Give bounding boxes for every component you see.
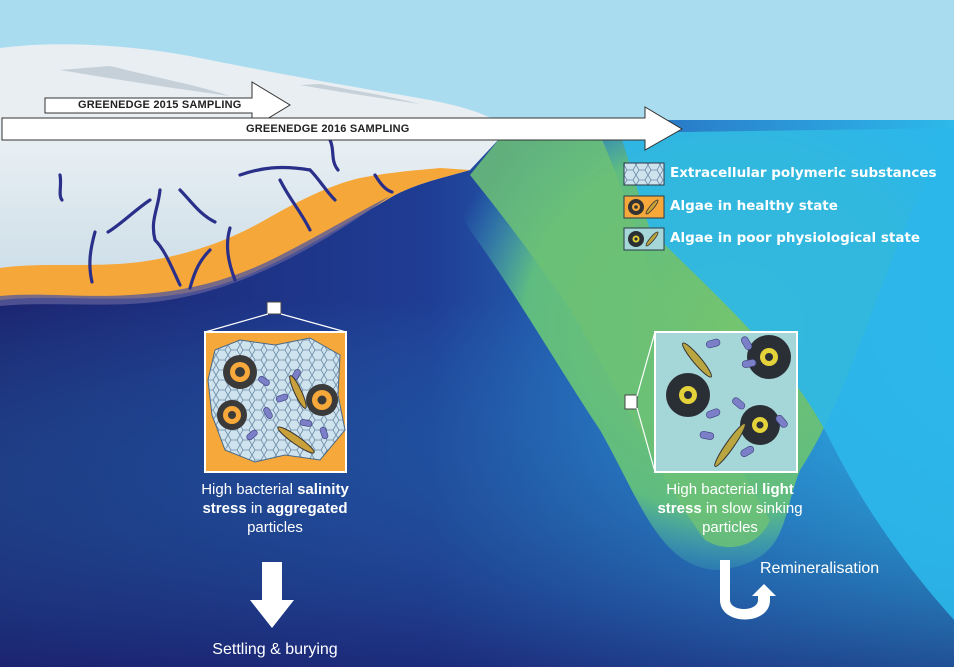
left-caption-text: High bacterial bbox=[201, 481, 298, 498]
ice-algae-layer bbox=[0, 168, 470, 300]
legend-poor-label: Algae in poor physiological state bbox=[670, 230, 921, 246]
sampling-2015-label: GREENEDGE 2015 SAMPLING bbox=[78, 99, 242, 111]
ice-bottom-fringe bbox=[0, 196, 390, 306]
remineralisation-label: Remineralisation bbox=[760, 560, 880, 577]
right-caption-text: High bacterial bbox=[666, 481, 763, 498]
right-caption: High bacterial light stress in slow sink… bbox=[620, 480, 840, 537]
left-caption-particles: particles bbox=[247, 519, 303, 536]
right-caption-particles: particles bbox=[702, 519, 758, 536]
sampling-2016-label: GREENEDGE 2016 SAMPLING bbox=[246, 123, 410, 135]
pennate-diatoms bbox=[682, 342, 746, 467]
legend-eps-label: Extracellular polymeric substances bbox=[670, 165, 937, 181]
left-caption-in: in bbox=[246, 500, 267, 517]
right-caption-slow-sinking: in slow sinking bbox=[701, 500, 803, 517]
eps-swatch-icon bbox=[623, 162, 665, 186]
brine-channels bbox=[58, 138, 394, 290]
legend-swatches bbox=[623, 162, 665, 251]
left-caption-stress: stress bbox=[202, 500, 247, 517]
remineralisation-arrow bbox=[720, 560, 776, 620]
pennate-diatoms bbox=[277, 375, 315, 454]
legend-healthy-label: Algae in healthy state bbox=[670, 198, 838, 214]
right-caption-light: light bbox=[762, 481, 794, 498]
snow-shadow bbox=[60, 66, 420, 104]
settling-arrow bbox=[250, 562, 294, 628]
aggregated-particle-inset bbox=[204, 301, 347, 473]
poor-algae-cells bbox=[666, 335, 791, 445]
bacteria-rods bbox=[246, 369, 329, 441]
bacteria-rods bbox=[699, 336, 788, 457]
settling-label: Settling & burying bbox=[212, 641, 338, 658]
healthy-algae-cells bbox=[217, 355, 338, 430]
left-caption-aggregated: aggregated bbox=[266, 500, 348, 517]
slow-sinking-particle-inset bbox=[624, 331, 798, 473]
right-caption-stress: stress bbox=[657, 500, 702, 517]
left-caption: High bacterial salinity stress in aggreg… bbox=[170, 480, 380, 537]
sampling-2015-arrow bbox=[44, 81, 291, 129]
surface-water bbox=[620, 128, 954, 620]
sampling-2016-arrow bbox=[1, 106, 683, 151]
sea-ice bbox=[0, 110, 500, 300]
left-caption-salinity: salinity bbox=[297, 481, 349, 498]
